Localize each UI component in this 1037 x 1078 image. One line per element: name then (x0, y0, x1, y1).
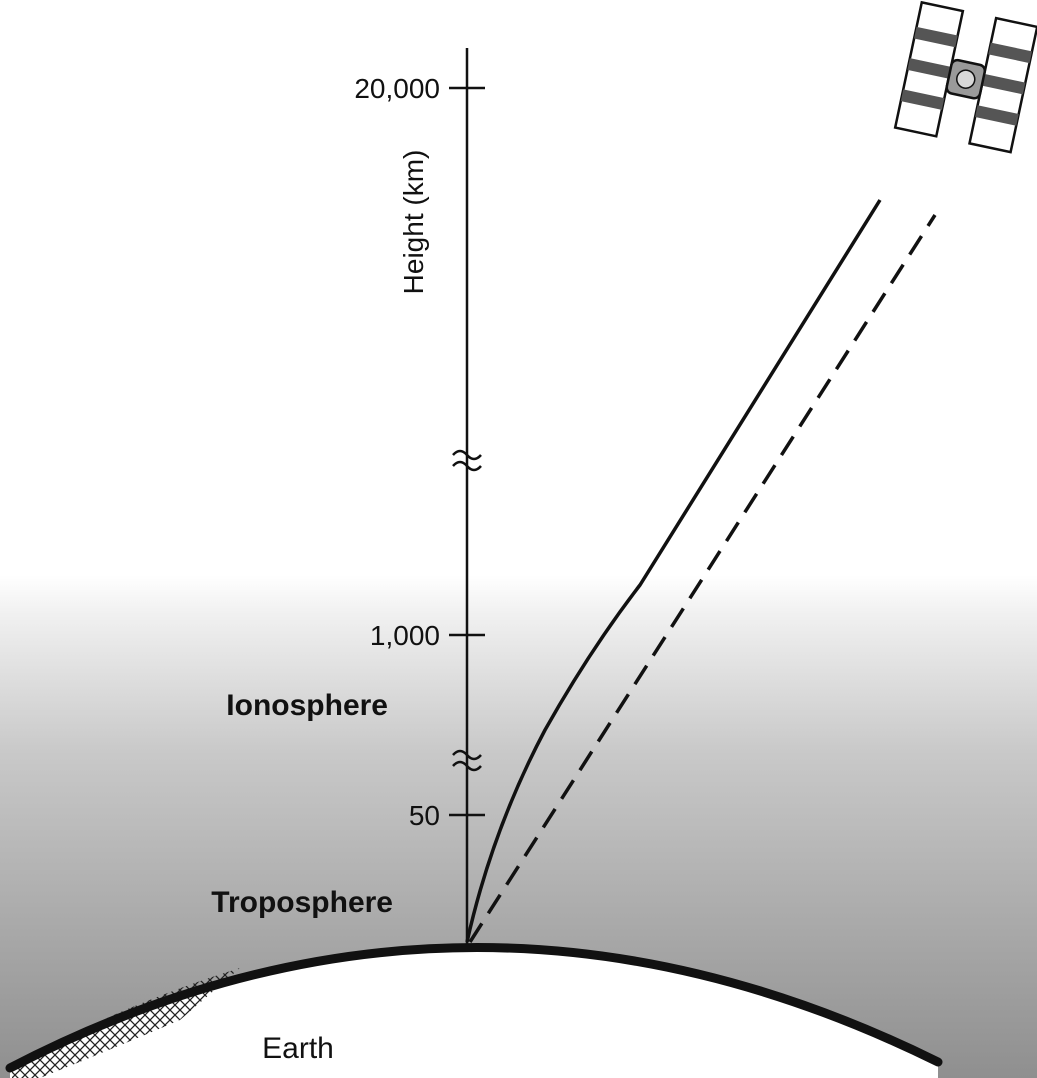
earth-curve (5, 943, 943, 1073)
tick-label-20000: 20,000 (354, 73, 440, 104)
signal-path-refracted (465, 199, 882, 943)
atmosphere-band (0, 575, 1037, 1078)
satellite-icon (893, 0, 1037, 154)
axis-title: Height (km) (398, 150, 429, 295)
tick-label-1000: 1,000 (370, 620, 440, 651)
tick-label-50: 50 (409, 800, 440, 831)
signal-path-straight (468, 214, 937, 943)
ionosphere-label: Ionosphere (226, 689, 388, 722)
axis-break-upper (452, 449, 482, 472)
axis-break-lower (452, 749, 482, 772)
troposphere-label: Troposphere (211, 886, 393, 919)
earth-label: Earth (262, 1032, 334, 1065)
